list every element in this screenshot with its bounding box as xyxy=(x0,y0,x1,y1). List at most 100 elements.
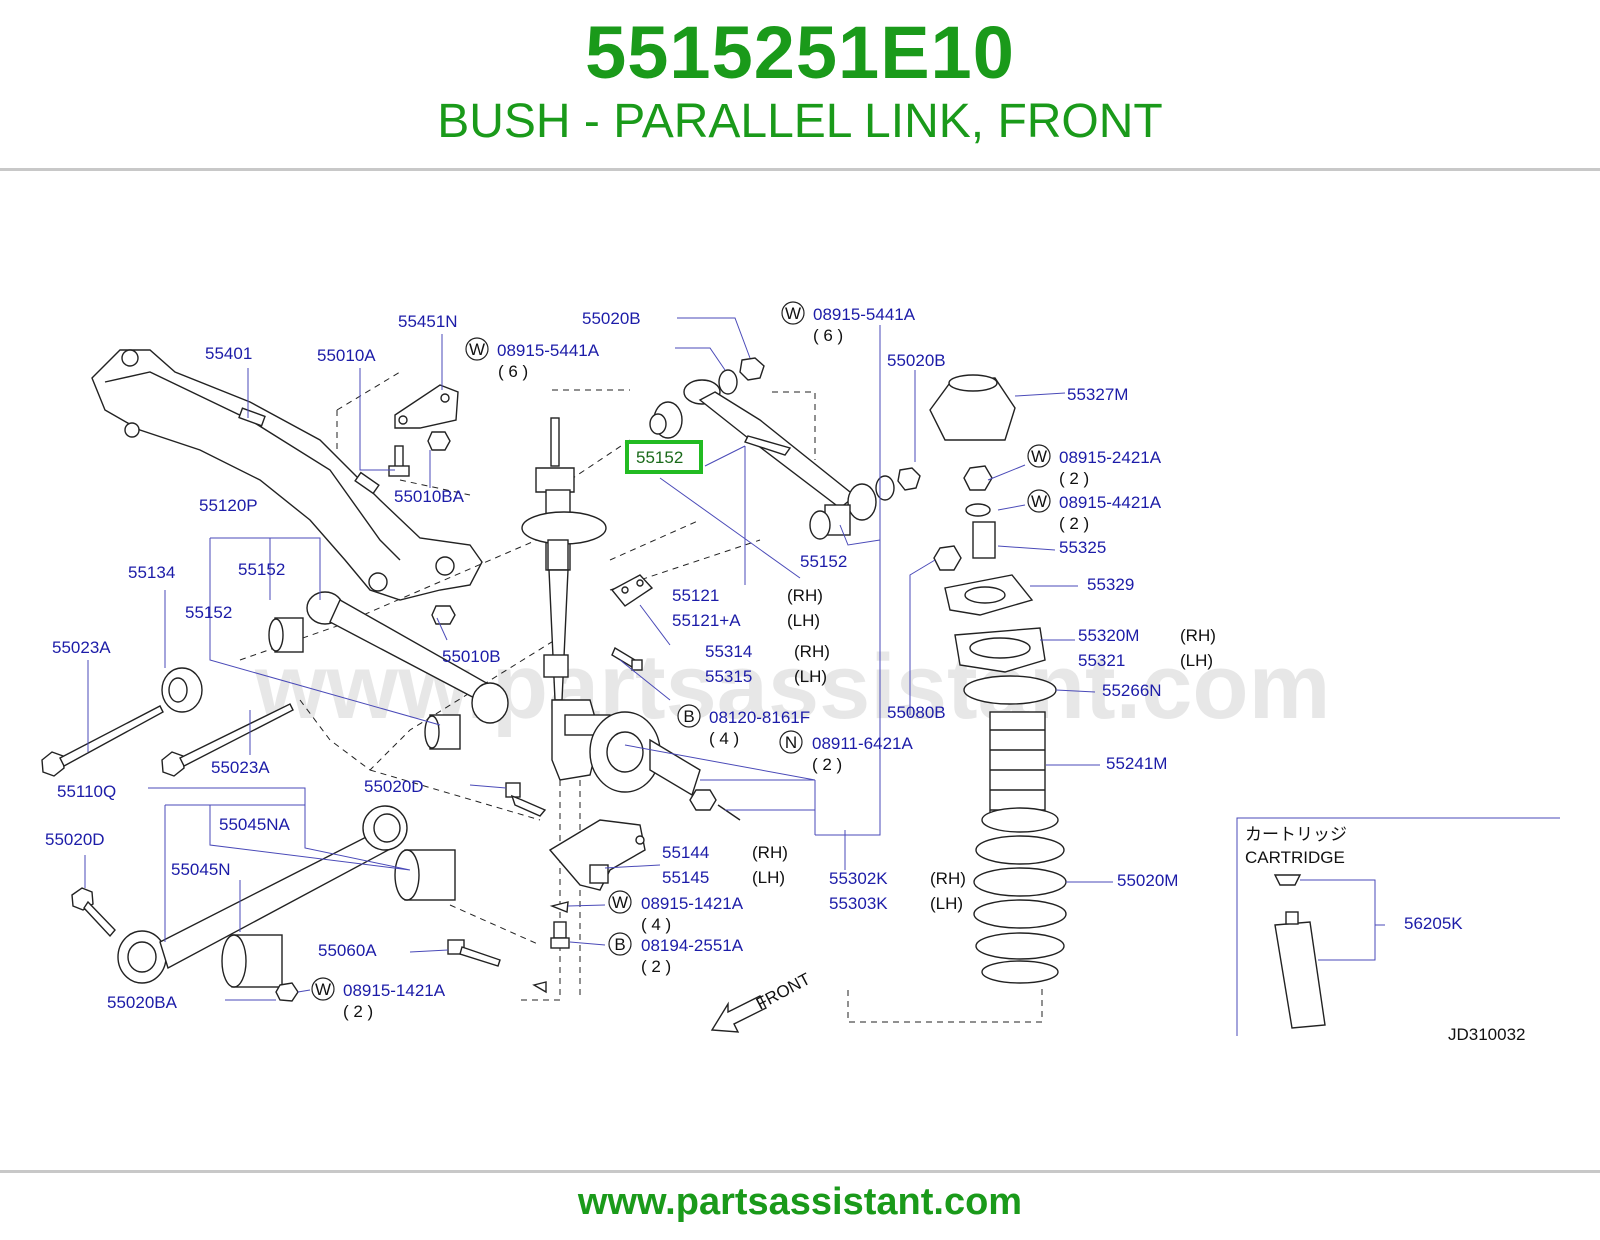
part-label[interactable]: 55020B xyxy=(582,309,641,328)
part-description: BUSH - PARALLEL LINK, FRONT xyxy=(437,95,1163,148)
part-label[interactable]: 55152 xyxy=(800,552,847,571)
side-label: (LH) xyxy=(930,894,963,913)
part-label[interactable]: 55121 xyxy=(672,586,719,605)
part-label[interactable]: 08915-2421A xyxy=(1059,448,1162,467)
part-label[interactable]: 55010BA xyxy=(394,487,465,506)
bush-55045NA xyxy=(394,849,456,901)
side-label: (LH) xyxy=(752,868,785,887)
qty-label: ( 6 ) xyxy=(498,362,528,381)
part-label[interactable]: 55266N xyxy=(1102,681,1162,700)
bolt-55020D-left xyxy=(71,887,116,938)
part-label[interactable]: 55010A xyxy=(317,346,376,365)
spring-55020M xyxy=(973,807,1067,984)
mount-55320M xyxy=(954,627,1046,673)
bush-55045N xyxy=(221,934,283,988)
part-label[interactable]: 55045N xyxy=(171,860,231,879)
part-label[interactable]: 08915-5441A xyxy=(813,305,916,324)
side-label: (LH) xyxy=(794,667,827,686)
bolts-55023A xyxy=(41,703,294,777)
footer-url[interactable]: www.partsassistant.com xyxy=(577,1181,1023,1223)
qty-label: ( 2 ) xyxy=(1059,514,1089,533)
part-label[interactable]: 55023A xyxy=(52,638,111,657)
washer-55060A xyxy=(532,981,547,994)
part-labels: 55401 55010A 55451N 08915-5441A ( 6 ) 55… xyxy=(45,305,1178,1021)
part-label[interactable]: 55134 xyxy=(128,563,175,582)
boot-55241M xyxy=(989,711,1046,823)
part-label[interactable]: 08915-4421A xyxy=(1059,493,1162,512)
washer-08915-4421A xyxy=(965,503,991,517)
part-label[interactable]: 55080B xyxy=(887,703,946,722)
part-label[interactable]: 08915-1421A xyxy=(343,981,446,1000)
side-label: (RH) xyxy=(930,869,966,888)
part-label[interactable]: 55020B xyxy=(887,351,946,370)
front-label: FRONT xyxy=(753,969,814,1013)
part-label[interactable]: 55329 xyxy=(1087,575,1134,594)
marker-n-1: N xyxy=(785,733,797,752)
bolt-55060A xyxy=(447,939,501,967)
qty-label: ( 4 ) xyxy=(709,729,739,748)
part-label[interactable]: 55023A xyxy=(211,758,270,777)
side-label: (RH) xyxy=(1180,626,1216,645)
qty-label: ( 2 ) xyxy=(343,1002,373,1021)
part-label[interactable]: 08915-5441A xyxy=(497,341,600,360)
qty-label: ( 2 ) xyxy=(812,755,842,774)
part-label[interactable]: 55401 xyxy=(205,344,252,363)
part-number-title: 5515251E10 xyxy=(585,11,1015,94)
marker-b-2: B xyxy=(614,935,625,954)
part-label[interactable]: 55241M xyxy=(1106,754,1167,773)
part-label[interactable]: 55121+A xyxy=(672,611,741,630)
part-label[interactable]: 55020M xyxy=(1117,871,1178,890)
qty-label: ( 4 ) xyxy=(641,915,671,934)
nut-08915-2421A xyxy=(963,465,993,491)
marker-w-2: W xyxy=(785,304,801,323)
side-labels: (RH) (LH) (RH) (LH) (RH) (LH) (RH) (LH) … xyxy=(752,586,1216,913)
highlight-box xyxy=(625,440,703,474)
part-label[interactable]: 55321 xyxy=(1078,651,1125,670)
part-label[interactable]: 08911-6421A xyxy=(812,734,913,753)
bolt-55010A xyxy=(388,445,410,477)
part-label[interactable]: 55315 xyxy=(705,667,752,686)
highlighted-part-label[interactable]: 55152 xyxy=(636,448,683,467)
part-label[interactable]: 55320M xyxy=(1078,626,1139,645)
part-label[interactable]: 55060A xyxy=(318,941,377,960)
part-label[interactable]: 55020D xyxy=(45,830,105,849)
marker-w-1: W xyxy=(469,340,485,359)
side-label: (LH) xyxy=(1180,651,1213,670)
side-label: (LH) xyxy=(787,611,820,630)
part-label[interactable]: 55145 xyxy=(662,868,709,887)
parallel-link-upper xyxy=(683,379,877,521)
part-label[interactable]: 55451N xyxy=(398,312,458,331)
part-label[interactable]: 55120P xyxy=(199,496,258,515)
part-label[interactable]: 55045NA xyxy=(219,815,291,834)
bracket-55144 xyxy=(548,819,646,891)
qty-label: ( 2 ) xyxy=(641,957,671,976)
part-label[interactable]: 55314 xyxy=(705,642,752,661)
part-label[interactable]: 55302K xyxy=(829,869,888,888)
part-label[interactable]: 08194-2551A xyxy=(641,936,744,955)
side-label: (RH) xyxy=(794,642,830,661)
bolt-55020D-center xyxy=(505,782,547,817)
part-label[interactable]: 08915-1421A xyxy=(641,894,744,913)
part-label[interactable]: 55325 xyxy=(1059,538,1106,557)
bushing-55325 xyxy=(972,521,996,559)
header: 5515251E10 BUSH - PARALLEL LINK, FRONT xyxy=(0,0,1600,170)
part-label[interactable]: 56205K xyxy=(1404,914,1463,933)
part-label[interactable]: 08120-8161F xyxy=(709,708,810,727)
nut-55010B xyxy=(431,605,456,625)
part-label[interactable]: 55152 xyxy=(238,560,285,579)
bolt-08194 xyxy=(550,921,570,949)
part-label[interactable]: 55327M xyxy=(1067,385,1128,404)
part-label[interactable]: 55303K xyxy=(829,894,888,913)
part-label[interactable]: 55020BA xyxy=(107,993,178,1012)
part-label[interactable]: 55144 xyxy=(662,843,709,862)
part-label[interactable]: 55110Q xyxy=(57,782,116,801)
part-label[interactable]: 55152 xyxy=(185,603,232,622)
front-arrow-icon xyxy=(710,995,767,1033)
bush-55134 xyxy=(161,667,203,713)
part-label[interactable]: 55010B xyxy=(442,647,501,666)
plate-55329 xyxy=(944,574,1034,616)
part-label[interactable]: 55020D xyxy=(364,777,424,796)
side-label: (RH) xyxy=(787,586,823,605)
leader-lines xyxy=(84,317,1385,1001)
nut-55080B xyxy=(933,545,962,571)
